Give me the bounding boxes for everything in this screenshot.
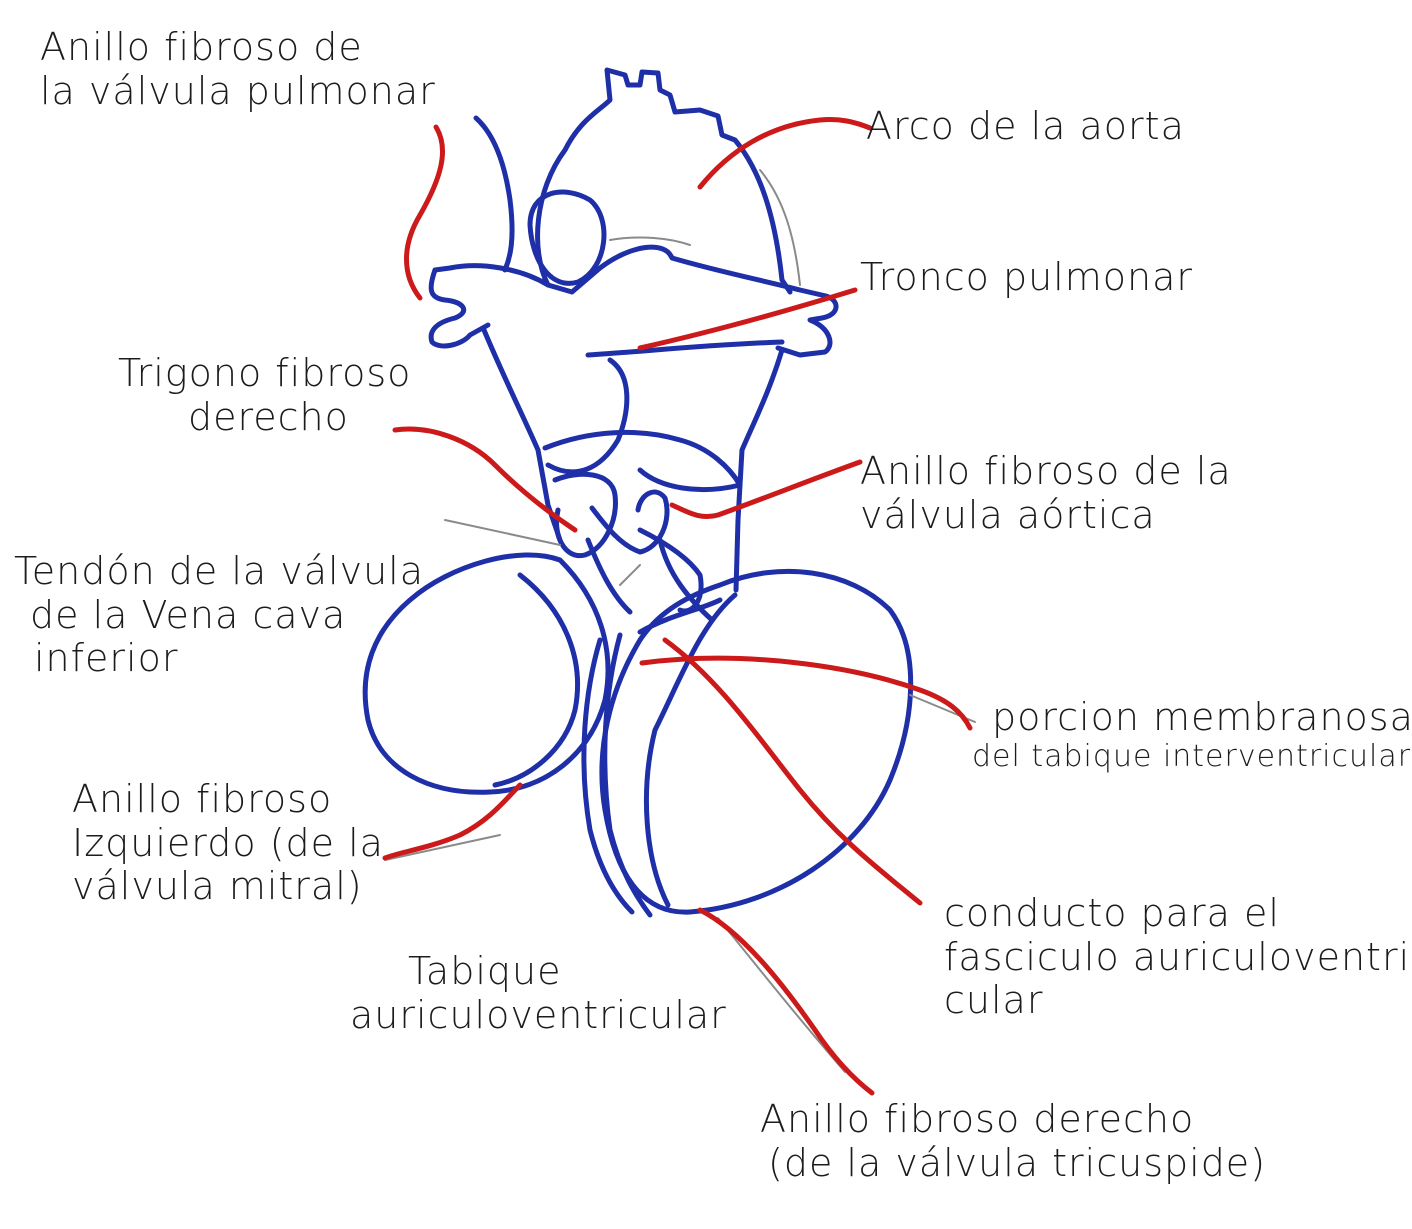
label-line: válvula mitral): [72, 865, 384, 909]
tricuspid-annulus: [602, 571, 911, 912]
label-line: la válvula pulmonar: [40, 70, 436, 114]
label-anillo-derecho: Anillo fibroso derecho (de la válvula tr…: [760, 1098, 1266, 1185]
label-tendon-vena-cava: Tendón de la válvula de la Vena cava inf…: [14, 550, 424, 681]
crossbar: [588, 342, 782, 355]
central-fibrous-cap: [545, 432, 740, 489]
pulmonary-trunk-rim: [435, 247, 836, 355]
label-line: Anillo fibroso: [72, 778, 384, 822]
label-arco-aorta: Arco de la aorta: [866, 105, 1185, 149]
leader-anillo-izquierdo: [385, 785, 520, 858]
label-tabique-av: Tabique auriculoventricular: [350, 950, 727, 1037]
central-fibrous-body: [548, 360, 627, 472]
label-conducto-fasciculo: conducto para el fasciculo auriculoventr…: [944, 892, 1412, 1023]
label-anillo-aortico: Anillo fibroso de la válvula aórtica: [860, 450, 1232, 537]
label-tronco-pulmonar: Tronco pulmonar: [860, 256, 1193, 300]
label-line: Izquierdo (de la: [72, 822, 384, 866]
label-line: porcion membranosa: [972, 696, 1412, 740]
tricuspid-annulus-inner: [646, 595, 735, 905]
leader-arco-aorta: [700, 119, 870, 187]
label-line: Anillo fibroso de: [40, 26, 436, 70]
label-trigono-derecho: Trigono fibroso derecho: [118, 352, 411, 439]
leader-anillo-pulmonar: [407, 127, 443, 298]
mitral-annulus-inner: [495, 575, 578, 785]
label-line: Tendón de la válvula: [14, 550, 424, 594]
inner-stem: [588, 540, 630, 612]
label-line: Trigono fibroso: [118, 352, 411, 396]
label-line: auriculoventricular: [350, 994, 727, 1038]
label-line: del tabique interventricular: [972, 740, 1412, 775]
leader-porcion-membranosa: [642, 658, 970, 728]
label-line: cular: [944, 979, 1412, 1023]
pulmonary-valve-pillar: [476, 118, 512, 270]
pencil-strokes: [385, 170, 975, 1072]
right-trunk-wall: [736, 350, 782, 590]
label-porcion-membranosa: porcion membranosa del tabique intervent…: [972, 696, 1412, 774]
aortic-arch-outline: [538, 70, 790, 292]
inner-loops-left: [555, 474, 615, 555]
label-line: Tronco pulmonar: [860, 256, 1193, 300]
label-line: inferior: [14, 637, 424, 681]
label-anillo-pulmonar: Anillo fibroso de la válvula pulmonar: [40, 26, 436, 113]
label-line: derecho: [118, 396, 411, 440]
label-line: válvula aórtica: [860, 494, 1232, 538]
av-septum-2: [605, 635, 650, 915]
label-line: conducto para el: [944, 892, 1412, 936]
label-line: de la Vena cava: [14, 594, 424, 638]
label-anillo-izquierdo: Anillo fibroso Izquierdo (de la válvula …: [72, 778, 384, 909]
label-line: (de la válvula tricuspide): [760, 1142, 1266, 1186]
heart-outline: [365, 70, 911, 915]
label-line: Arco de la aorta: [866, 105, 1185, 149]
label-line: Tabique: [350, 950, 727, 994]
label-line: Anillo fibroso de la: [860, 450, 1232, 494]
label-line: Anillo fibroso derecho: [760, 1098, 1266, 1142]
label-line: fasciculo auriculoventri-: [944, 936, 1412, 980]
pulmonary-trunk-left-lip: [431, 270, 488, 346]
